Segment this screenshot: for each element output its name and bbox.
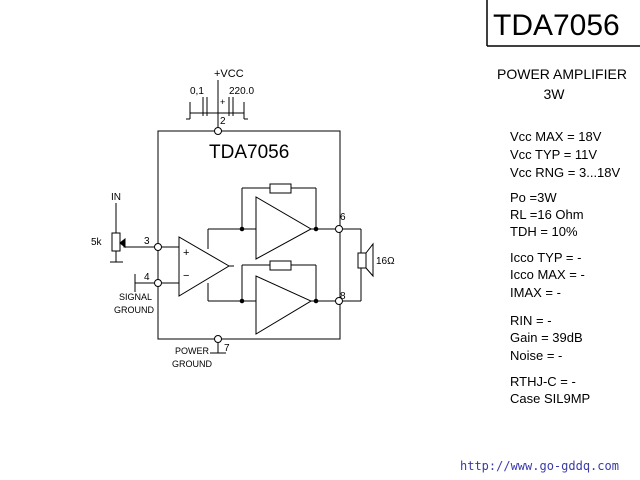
spec-vcc-rng: Vcc RNG = 3...18V bbox=[510, 165, 621, 180]
pin-2-node bbox=[214, 127, 222, 135]
vcc-label: +VCC bbox=[214, 68, 244, 80]
ic-outline bbox=[157, 130, 341, 340]
heading-line1: POWER AMPLIFIER bbox=[497, 66, 627, 82]
pin-8-label: 8 bbox=[340, 291, 346, 302]
pin-7-label: 7 bbox=[224, 343, 230, 354]
pin-4-label: 4 bbox=[144, 272, 150, 283]
heading-line2: 3W bbox=[544, 86, 566, 102]
pin-8-node bbox=[335, 297, 343, 305]
input-potentiometer bbox=[111, 232, 121, 252]
pot-label: 5k bbox=[91, 237, 103, 248]
spec-po: Po =3W bbox=[510, 190, 557, 205]
pin-2-label: 2 bbox=[220, 116, 226, 127]
output-amp-upper bbox=[255, 196, 313, 260]
spec-icco-typ: Icco TYP = - bbox=[510, 250, 581, 265]
spec-gain: Gain = 39dB bbox=[510, 330, 583, 345]
spec-tdh: TDH = 10% bbox=[510, 224, 578, 239]
ic-label: TDA7056 bbox=[209, 142, 289, 163]
spec-case: Case SIL9MP bbox=[510, 391, 590, 406]
specs: Vcc MAX = 18V Vcc TYP = 11V Vcc RNG = 3.… bbox=[510, 129, 621, 406]
speaker-label: 16Ω bbox=[376, 256, 395, 267]
cap-plus-mark: + bbox=[220, 97, 225, 107]
spec-rl: RL =16 Ohm bbox=[510, 207, 584, 222]
spec-rthj: RTHJ-C = - bbox=[510, 374, 576, 389]
circuit bbox=[110, 80, 374, 354]
source-url: http://www.go-gddq.com bbox=[460, 459, 619, 473]
power-ground-line1: POWER bbox=[175, 346, 210, 356]
feedback-resistor-upper bbox=[269, 183, 292, 194]
opamp-plus: + bbox=[183, 247, 189, 259]
title-box: TDA7056 bbox=[486, 0, 640, 47]
input-label: IN bbox=[111, 192, 121, 203]
input-opamp bbox=[178, 236, 230, 297]
pin-4-node bbox=[154, 279, 162, 287]
signal-ground-line1: SIGNAL bbox=[119, 292, 152, 302]
title-text: TDA7056 bbox=[493, 9, 620, 42]
cap-small-label: 0,1 bbox=[190, 86, 204, 97]
pin-6-label: 6 bbox=[340, 212, 346, 223]
spec-imax: IMAX = - bbox=[510, 285, 561, 300]
speaker-cone bbox=[365, 242, 374, 278]
circuit-labels: TDA7056 +VCC 0,1 220.0 + 2 3 4 6 8 7 IN … bbox=[91, 68, 395, 369]
opamp-minus: − bbox=[183, 270, 189, 282]
spec-vcc-typ: Vcc TYP = 11V bbox=[510, 147, 597, 162]
spec-vcc-max: Vcc MAX = 18V bbox=[510, 129, 602, 144]
speaker-body bbox=[357, 252, 367, 269]
spec-noise: Noise = - bbox=[510, 348, 562, 363]
cap-large-label: 220.0 bbox=[229, 86, 254, 97]
pin-3-label: 3 bbox=[144, 236, 150, 247]
power-ground-line2: GROUND bbox=[172, 359, 212, 369]
feedback-resistor-lower bbox=[269, 260, 292, 271]
spec-icco-max: Icco MAX = - bbox=[510, 267, 585, 282]
pin-3-node bbox=[154, 243, 162, 251]
output-amp-lower bbox=[255, 275, 313, 335]
pin-6-node bbox=[335, 225, 343, 233]
pin-7-node bbox=[214, 335, 222, 343]
signal-ground-line2: GROUND bbox=[114, 305, 154, 315]
spec-rin: RIN = - bbox=[510, 313, 552, 328]
